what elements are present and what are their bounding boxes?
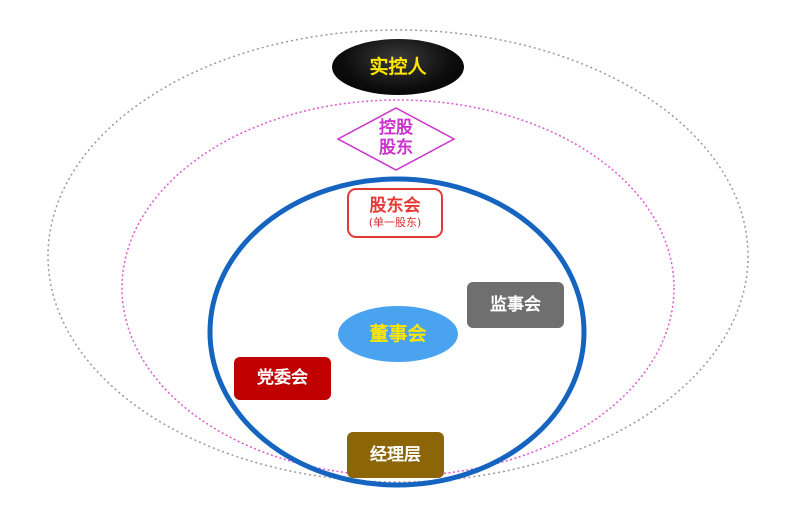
board-of-directors-node[interactable]: 董事会 <box>338 306 458 362</box>
outer-ring <box>47 29 749 483</box>
shareholders-meeting-sublabel: (单一股东) <box>368 216 422 230</box>
shareholders-meeting-label: 股东会 <box>369 195 421 216</box>
party-committee-node[interactable]: 党委会 <box>234 357 331 400</box>
management-label: 经理层 <box>370 444 421 465</box>
controller-node[interactable]: 实控人 <box>332 39 464 95</box>
supervisory-board-node[interactable]: 监事会 <box>467 282 564 328</box>
board-label: 董事会 <box>369 322 427 345</box>
holding-shareholder-line2: 股东 <box>379 138 413 158</box>
diamond-shape <box>336 107 456 171</box>
shareholders-meeting-node[interactable]: 股东会 (单一股东) <box>347 188 443 238</box>
management-node[interactable]: 经理层 <box>347 432 444 478</box>
inner-ring <box>207 176 587 488</box>
controller-label: 实控人 <box>369 55 427 78</box>
holding-shareholder-line1: 控股 <box>379 118 413 139</box>
middle-ring <box>121 99 675 477</box>
holding-shareholder-node[interactable]: 控股 股东 <box>336 106 456 172</box>
party-committee-label: 党委会 <box>257 368 308 389</box>
supervisory-board-label: 监事会 <box>490 294 541 315</box>
